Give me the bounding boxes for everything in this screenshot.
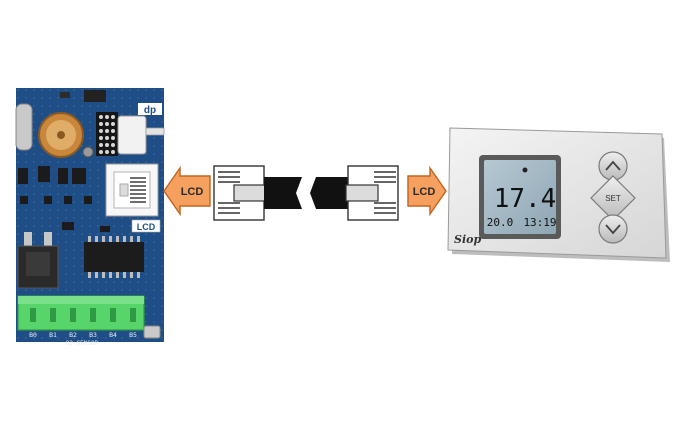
pin-header bbox=[96, 112, 118, 156]
main-reading: 17.4 bbox=[494, 184, 557, 214]
flame-icon bbox=[522, 167, 528, 173]
terminal-label: B5 bbox=[129, 331, 137, 339]
smd-parts bbox=[18, 166, 92, 230]
right-rj-plug bbox=[345, 165, 399, 221]
left-lcd-arrow: LCD bbox=[163, 165, 211, 217]
lcd-jack-label: LCD bbox=[137, 222, 156, 232]
terminal-label: B1 bbox=[49, 331, 57, 339]
terminal-label: B4 bbox=[109, 331, 117, 339]
right-lcd-arrow: LCD bbox=[407, 165, 447, 217]
dp-label-box bbox=[138, 103, 162, 115]
brand-logo: Siop bbox=[454, 233, 481, 246]
terminal-label: B0 bbox=[29, 331, 37, 339]
chevron-up-icon bbox=[605, 160, 621, 171]
left-arrow-label: LCD bbox=[181, 186, 204, 198]
terminal-labels: B0 B1 B2 B3 B4 B5 bbox=[29, 331, 137, 339]
voltage-regulator bbox=[17, 232, 59, 289]
ic-chip bbox=[84, 236, 144, 278]
left-reading: 20.0 bbox=[487, 216, 514, 229]
right-arrow-label: LCD bbox=[413, 186, 436, 198]
set-button-label: SET bbox=[605, 194, 621, 203]
dp-connector bbox=[117, 115, 147, 155]
chip-top bbox=[84, 90, 106, 102]
small-cap bbox=[82, 146, 94, 158]
lcd-jack-label-box bbox=[131, 219, 161, 233]
capacitor bbox=[38, 112, 84, 158]
left-rj-plug bbox=[213, 165, 267, 221]
cable bbox=[264, 177, 350, 209]
dp-label: dp bbox=[144, 105, 156, 116]
edge-component bbox=[15, 103, 33, 151]
chevron-down-icon bbox=[605, 224, 621, 235]
terminal-block bbox=[17, 295, 161, 339]
right-reading: 13:19 bbox=[523, 216, 556, 229]
controller-board: dp bbox=[15, 88, 165, 347]
sensor-label: O2 SENSOR bbox=[66, 340, 99, 347]
panel-screen bbox=[484, 160, 556, 234]
lcd-jack bbox=[105, 163, 159, 217]
display-panel: 17.4 20.0 13:19 SET Siop bbox=[447, 127, 670, 262]
terminal-label: B2 bbox=[69, 331, 77, 339]
down-button[interactable] bbox=[598, 214, 628, 244]
terminal-label: B3 bbox=[89, 331, 97, 339]
